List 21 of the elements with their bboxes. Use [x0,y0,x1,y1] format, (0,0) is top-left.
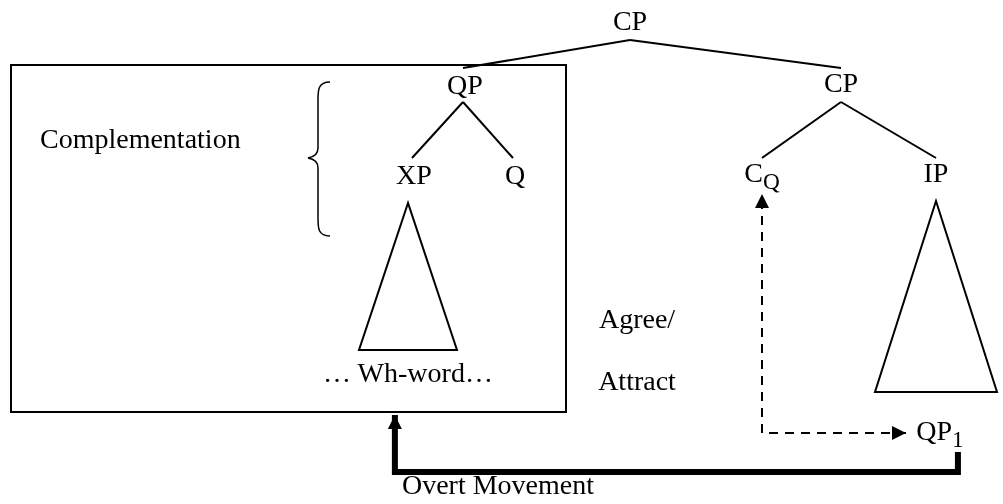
dashed-arrow [755,193,907,440]
tree-node-label: IP [922,158,950,188]
annotation-label: Complementation [40,124,241,154]
tree-branch [840,101,937,159]
edge-label: Agree/ Attract [597,302,677,398]
tree-branch [629,39,842,69]
enclosing-box [10,64,567,413]
tree-node-label: QP$_{1}$ [915,416,965,454]
tree-branch [411,101,464,159]
terminal-string: … Wh-word… [322,358,494,388]
edge-label: Overt Movement [400,470,596,500]
tree-branch [462,101,514,159]
tree-node-label: Q [503,160,527,190]
tree-branch [462,39,631,69]
tree-node-label: CP [611,6,649,36]
tree-branch [761,101,842,159]
tree-node-label: C$_{Q}$ [743,158,781,196]
tree-node-label: CP [822,68,860,98]
tree-node-label: QP [446,70,484,100]
tree-node-label: XP [395,160,433,190]
arrow [387,415,961,475]
